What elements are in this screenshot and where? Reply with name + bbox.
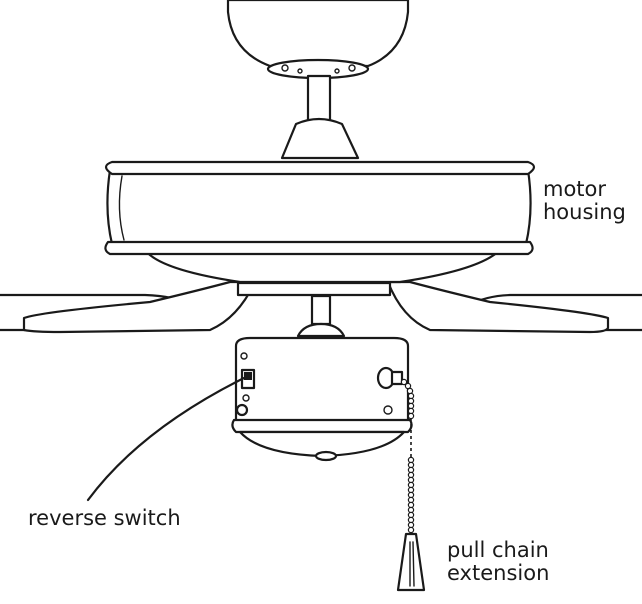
pull-chain-fob xyxy=(396,532,426,592)
fan-blade-right xyxy=(386,280,642,334)
pull-chain-extension-label-line2: extension xyxy=(447,561,550,585)
fan-blade-left xyxy=(0,280,257,334)
motor-housing xyxy=(104,160,536,297)
motor-housing-label-line2: housing xyxy=(543,200,626,224)
motor-housing-label-line1: motor xyxy=(543,177,607,201)
reverse-switch-label: reverse switch xyxy=(28,507,181,530)
reverse-switch-label-text: reverse switch xyxy=(28,506,181,530)
lower-rod xyxy=(296,294,346,338)
pull-chain-socket xyxy=(376,366,404,390)
switch-housing xyxy=(231,336,413,462)
reverse-switch-leader-line xyxy=(86,376,246,502)
downrod xyxy=(280,74,360,160)
pull-chain-extension-label-line1: pull chain xyxy=(447,538,549,562)
pull-chain-extension-label: pull chain extension xyxy=(447,539,549,585)
pull-chain xyxy=(400,378,415,540)
canopy xyxy=(226,0,410,80)
motor-housing-label: motor housing xyxy=(543,178,626,224)
